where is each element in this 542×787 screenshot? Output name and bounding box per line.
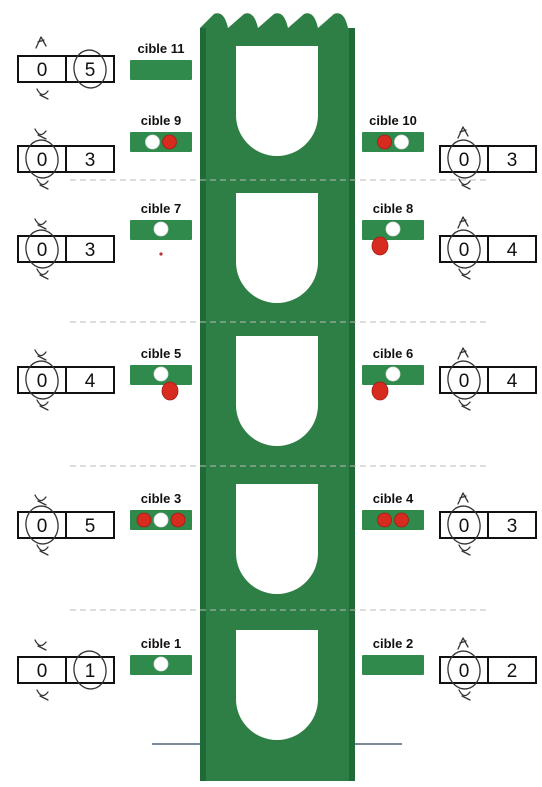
target-hole <box>154 222 168 236</box>
score-right: 3 <box>507 516 518 537</box>
hit-mark <box>378 513 392 527</box>
target-cible-10: cible 10 0 3 <box>362 113 536 180</box>
target-label: cible 2 <box>373 636 413 651</box>
score-left: 0 <box>459 150 470 171</box>
hit-mark <box>171 513 185 527</box>
score-left: 0 <box>459 516 470 537</box>
score-right: 4 <box>507 371 518 392</box>
score-left: 0 <box>37 150 48 171</box>
target-hole <box>146 135 160 149</box>
hit-mark <box>372 237 388 255</box>
hand-mark-top <box>35 495 46 505</box>
target-plate <box>130 60 192 80</box>
target-label: cible 7 <box>141 201 181 216</box>
target-label: cible 3 <box>141 491 181 506</box>
score-left: 0 <box>37 661 48 682</box>
hand-mark-bottom <box>459 269 470 279</box>
hand-mark-bottom <box>37 400 48 410</box>
score-right: 2 <box>507 661 518 682</box>
hand-mark-bottom <box>459 690 470 700</box>
stray-dot <box>159 252 162 255</box>
hand-mark-bottom <box>37 269 48 279</box>
score-right: 5 <box>85 516 96 537</box>
target-label: cible 8 <box>373 201 413 216</box>
hand-mark-top <box>36 37 46 48</box>
hit-mark <box>372 382 388 400</box>
target-plate <box>362 510 424 530</box>
score-right: 1 <box>85 661 96 682</box>
hit-mark <box>137 513 151 527</box>
hit-mark <box>378 135 392 149</box>
target-hole <box>386 222 400 236</box>
hand-mark-bottom <box>37 179 48 189</box>
score-left: 0 <box>37 240 48 261</box>
target-label: cible 10 <box>369 113 417 128</box>
hit-mark <box>162 382 178 400</box>
score-right: 3 <box>85 150 96 171</box>
score-right: 3 <box>85 240 96 261</box>
score-right: 3 <box>507 150 518 171</box>
target-hole <box>395 135 409 149</box>
hand-mark-bottom <box>37 545 48 555</box>
score-right: 4 <box>85 371 96 392</box>
score-left: 0 <box>459 240 470 261</box>
score-right: 4 <box>507 240 518 261</box>
hand-mark-top <box>458 217 468 228</box>
target-plate <box>130 132 192 152</box>
target-hole <box>154 367 168 381</box>
target-cible-4: cible 4 0 3 <box>362 491 536 546</box>
target-label: cible 4 <box>373 491 414 506</box>
target-hole <box>386 367 400 381</box>
hit-mark <box>163 135 177 149</box>
tower-left-edge <box>200 28 206 781</box>
score-left: 0 <box>37 60 48 81</box>
target-cible-11: cible 11 0 5 <box>18 41 192 90</box>
hand-mark-top <box>35 640 46 650</box>
target-label: cible 11 <box>138 41 185 56</box>
hand-mark-top <box>458 127 468 138</box>
target-cible-8: cible 8 0 4 <box>362 201 536 270</box>
target-plate <box>362 655 424 675</box>
hand-mark-top <box>35 219 46 229</box>
target-hole <box>154 657 168 671</box>
hand-mark-bottom <box>459 400 470 410</box>
hand-mark-bottom <box>459 545 470 555</box>
target-cible-7: cible 7 0 3 <box>18 201 192 270</box>
target-label: cible 6 <box>373 346 413 361</box>
target-plate <box>362 132 424 152</box>
score-left: 0 <box>459 661 470 682</box>
target-label: cible 1 <box>141 636 181 651</box>
hand-mark-top <box>458 638 468 649</box>
hand-mark-top <box>458 348 468 359</box>
target-cible-6: cible 6 0 4 <box>362 346 536 401</box>
target-cible-2: cible 2 0 2 <box>362 636 536 691</box>
score-left: 0 <box>459 371 470 392</box>
score-left: 0 <box>37 516 48 537</box>
hand-mark-bottom <box>37 690 48 700</box>
hit-mark <box>395 513 409 527</box>
score-right: 5 <box>85 60 96 81</box>
tower-right-edge <box>349 28 355 781</box>
tower-body <box>200 13 355 781</box>
score-left: 0 <box>37 371 48 392</box>
hand-mark-top <box>35 129 46 139</box>
target-hole <box>154 513 168 527</box>
hand-mark-bottom <box>37 89 48 99</box>
hand-mark-top <box>458 493 468 504</box>
target-label: cible 5 <box>141 346 181 361</box>
target-label: cible 9 <box>141 113 181 128</box>
target-cible-9: cible 9 0 3 <box>18 113 192 180</box>
hand-mark-top <box>35 350 46 360</box>
